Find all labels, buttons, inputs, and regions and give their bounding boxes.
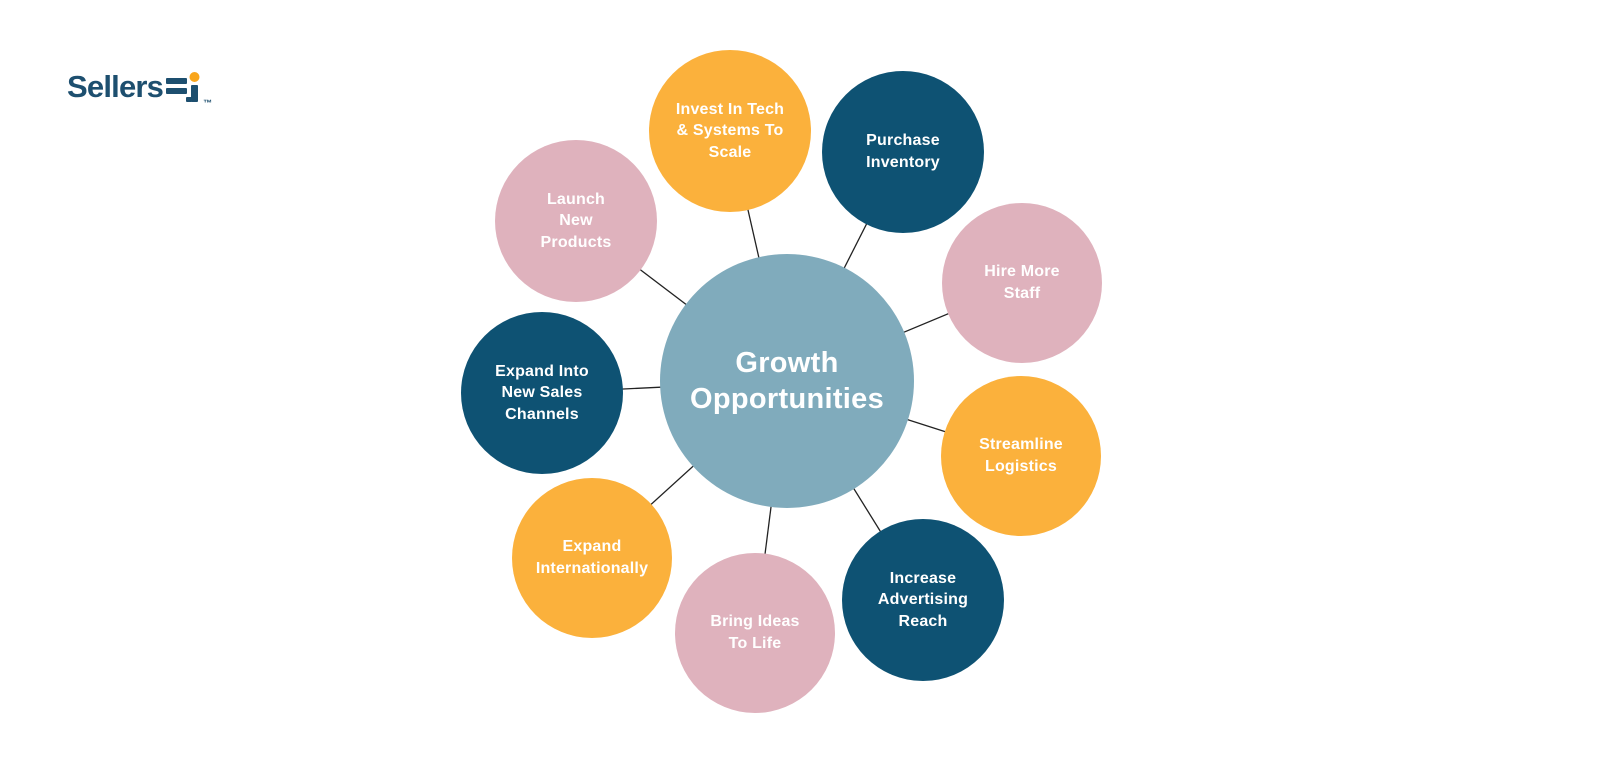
- node-label: Bring Ideas To Life: [710, 613, 800, 652]
- node-label: Expand Internationally: [535, 538, 649, 577]
- logo-wordmark: Sellers: [67, 69, 164, 104]
- node-label: Invest In Tech & Systems To Scale: [675, 100, 785, 161]
- node-increase-advertising-reach: Increase Advertising Reach: [842, 519, 1004, 681]
- node-invest-in-tech: Invest In Tech & Systems To Scale: [649, 50, 811, 212]
- node-expand-into-new-sales-channels: Expand Into New Sales Channels: [461, 312, 623, 474]
- node-label: Hire More Staff: [984, 263, 1060, 302]
- hub-growth-opportunities: Growth Opportunities: [660, 254, 914, 508]
- logo-trademark: ™: [203, 98, 213, 108]
- node-launch-new-products: Launch New Products: [495, 140, 657, 302]
- node-label: Increase Advertising Reach: [877, 569, 969, 630]
- node-purchase-inventory: Purchase Inventory: [822, 71, 984, 233]
- node-hire-more-staff: Hire More Staff: [942, 203, 1102, 363]
- node-label: Launch New Products: [540, 190, 612, 251]
- logo-fi-glyph: [166, 72, 200, 102]
- node-streamline-logistics: Streamline Logistics: [941, 376, 1101, 536]
- sellersfi-logo: Sellers ™: [67, 70, 212, 110]
- node-bring-ideas-to-life: Bring Ideas To Life: [675, 553, 835, 713]
- hub-label: Growth Opportunities: [690, 346, 884, 415]
- node-label: Purchase Inventory: [866, 132, 940, 171]
- node-label: Streamline Logistics: [979, 436, 1063, 475]
- node-expand-internationally: Expand Internationally: [512, 478, 672, 638]
- node-label: Expand Into New Sales Channels: [495, 362, 589, 423]
